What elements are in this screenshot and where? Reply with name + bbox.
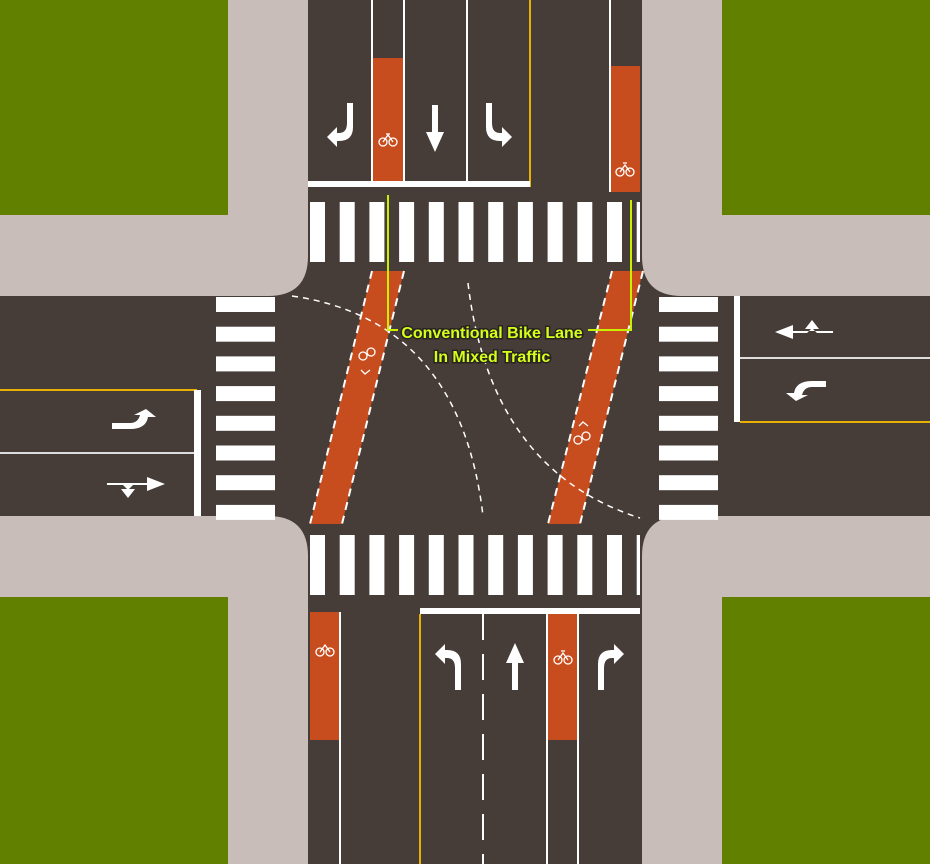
crosswalk-stripe-south <box>636 535 640 595</box>
crosswalk-stripe-north <box>488 202 504 262</box>
stop-bar <box>308 181 530 187</box>
bicycle-icon <box>553 650 573 665</box>
callout-line-1: Conventional Bike Lane <box>401 325 582 342</box>
stop-bar <box>420 608 640 614</box>
right-turn-arrow-icon <box>486 103 512 147</box>
callout: Conventional Bike Lane In Mixed Traffic <box>387 195 632 368</box>
stop-bar <box>734 296 740 422</box>
west-approach <box>0 389 201 516</box>
crosswalk-stripe-south <box>488 535 504 595</box>
crosswalk-stripe-north <box>517 202 533 262</box>
crosswalk-stripe-west <box>216 297 275 312</box>
left-turn-arrow-icon <box>435 644 461 690</box>
through-arrow-icon <box>426 105 444 152</box>
crosswalk-stripe-north <box>428 202 444 262</box>
crosswalk-stripe-west <box>216 386 275 402</box>
crosswalk-stripe-south <box>310 535 325 595</box>
bicycle-icon <box>573 421 591 445</box>
crosswalk-stripe-south <box>428 535 444 595</box>
bicycle-icon <box>615 162 635 177</box>
crosswalk-stripe-west <box>216 356 275 372</box>
crosswalk-stripe-north <box>607 202 622 262</box>
crosswalk-stripe-east <box>659 356 718 372</box>
crosswalk-stripe-west <box>216 326 275 342</box>
through-right-arrow-icon <box>107 477 165 498</box>
crosswalk-stripe-north <box>369 202 385 262</box>
north-approach <box>308 0 640 192</box>
crosswalk-stripe-north <box>636 202 640 262</box>
crosswalk-stripe-north <box>577 202 593 262</box>
crosswalk-stripe-north <box>458 202 474 262</box>
crosswalk-stripe-east <box>659 504 718 520</box>
crosswalk-stripe-east <box>659 386 718 402</box>
bicycle-icon <box>315 643 335 657</box>
crosswalk-stripe-south <box>577 535 593 595</box>
callout-line-2: In Mixed Traffic <box>434 349 551 366</box>
bicycle-icon <box>378 133 398 147</box>
bike-lane <box>610 66 640 192</box>
bike-lane <box>310 612 340 740</box>
turn-paths <box>291 282 641 519</box>
bicycle-icon <box>358 347 376 375</box>
crosswalk-stripe-west <box>216 504 275 520</box>
crosswalk-stripe-west <box>216 445 275 461</box>
crosswalk-stripe-north <box>339 202 355 262</box>
crosswalk-stripe-east <box>659 326 718 342</box>
crosswalk-stripe-south <box>547 535 563 595</box>
crosswalk-stripe-south <box>399 535 415 595</box>
crosswalk-stripe-south <box>607 535 622 595</box>
crosswalk-stripe-south <box>339 535 355 595</box>
left-turn-arrow-icon <box>112 409 156 429</box>
crosswalk-stripe-south <box>458 535 474 595</box>
south-approach <box>310 608 640 864</box>
crosswalk-stripe-east <box>659 475 718 491</box>
crosswalk-stripe-west <box>216 475 275 491</box>
bike-lane-left <box>310 271 404 524</box>
stop-bar <box>194 390 201 516</box>
right-turn-arrow-icon <box>598 644 624 690</box>
left-turn-arrow-icon <box>327 103 353 147</box>
bike-lane <box>373 58 403 181</box>
crosswalk-stripe-west <box>216 415 275 431</box>
crosswalk-stripe-east <box>659 415 718 431</box>
bike-lane <box>548 614 578 740</box>
crosswalk-stripe-east <box>659 297 718 312</box>
through-left-arrow-icon <box>775 320 833 339</box>
crosswalk-stripe-north <box>399 202 415 262</box>
crosswalk-stripe-east <box>659 445 718 461</box>
through-arrow-icon <box>506 643 524 690</box>
east-approach <box>734 296 930 423</box>
crosswalk-stripe-north <box>310 202 325 262</box>
crosswalk-stripe-north <box>547 202 563 262</box>
left-turn-arrow-icon <box>786 381 826 401</box>
bike-lane-right <box>548 271 643 524</box>
bike-lanes-mixed-traffic <box>309 270 644 525</box>
crosswalk-stripe-south <box>369 535 385 595</box>
crosswalks <box>216 202 718 595</box>
crosswalk-stripe-south <box>517 535 533 595</box>
